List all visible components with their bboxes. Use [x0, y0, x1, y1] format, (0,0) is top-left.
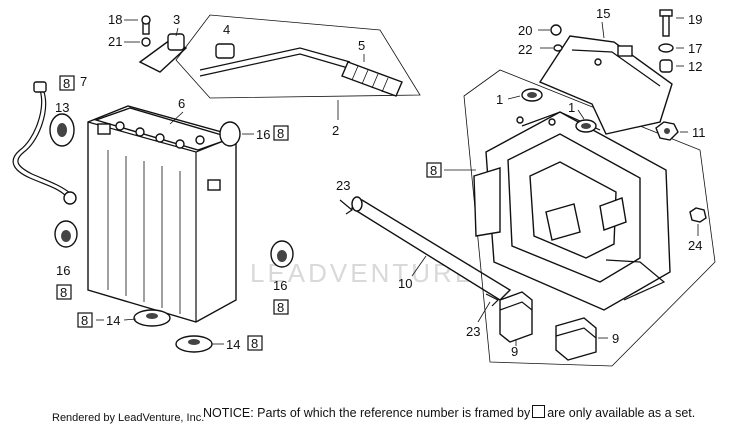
callout-17: 17	[688, 41, 702, 56]
callout-9: 9	[511, 344, 518, 359]
callout-4: 4	[223, 22, 230, 37]
rubber-mount[interactable]	[555, 317, 597, 361]
callout-16: 16	[256, 127, 270, 142]
frame-box	[59, 75, 75, 91]
callout-7: 7	[80, 74, 87, 89]
washer[interactable]	[553, 44, 563, 52]
holder-assembly-outline	[175, 14, 421, 99]
callout-3: 3	[173, 12, 180, 27]
cushion[interactable]	[219, 121, 241, 147]
rubber-mount[interactable]	[499, 291, 533, 343]
battery-box[interactable]	[473, 111, 671, 311]
holder-rod[interactable]	[199, 47, 351, 71]
callout-6: 6	[178, 96, 185, 111]
svg-text:8: 8	[251, 336, 258, 351]
holder-grip[interactable]	[341, 61, 403, 97]
washer[interactable]	[658, 43, 674, 53]
upper-bracket[interactable]	[538, 35, 673, 135]
notice-text: NOTICE: Parts of which the reference num…	[203, 405, 695, 420]
callout-1: 1	[496, 92, 503, 107]
callout-16: 16	[273, 278, 287, 293]
svg-text:8: 8	[277, 300, 284, 315]
callout-23: 23	[466, 324, 480, 339]
notice-before: NOTICE: Parts of which the reference num…	[203, 406, 531, 420]
callout-19: 19	[688, 12, 702, 27]
svg-text:8: 8	[277, 126, 284, 141]
callout-14: 14	[226, 337, 240, 352]
callout-12: 12	[688, 59, 702, 74]
battery-cable[interactable]	[12, 81, 77, 205]
callout-20: 20	[518, 23, 532, 38]
callout-24: 24	[688, 238, 702, 253]
flange-bolt[interactable]	[689, 207, 707, 223]
callout-22: 22	[518, 42, 532, 57]
battery-box-outline	[463, 69, 716, 367]
callout-9: 9	[612, 331, 619, 346]
svg-text:8: 8	[60, 285, 67, 300]
battery[interactable]	[87, 105, 237, 323]
callout-16: 16	[56, 263, 70, 278]
callout-2: 2	[332, 123, 339, 138]
callout-15: 15	[596, 6, 610, 21]
svg-text:8: 8	[430, 163, 437, 178]
callout-5: 5	[358, 38, 365, 53]
frame-mark: 8	[63, 76, 70, 91]
collar[interactable]	[659, 59, 673, 73]
callout-23: 23	[336, 178, 350, 193]
holder-clip[interactable]	[215, 43, 235, 59]
callout-21: 21	[108, 34, 122, 49]
credit-text: Rendered by LeadVenture, Inc.	[52, 412, 205, 424]
callout-1: 1	[568, 100, 575, 115]
frame-symbol	[532, 405, 546, 418]
callout-13: 13	[55, 100, 69, 115]
svg-text:8: 8	[81, 313, 88, 328]
callout-14: 14	[106, 313, 120, 328]
callout-18: 18	[108, 12, 122, 27]
callout-11: 11	[692, 125, 706, 140]
bolt-head[interactable]	[659, 9, 673, 17]
callout-10: 10	[398, 276, 412, 291]
notice-after: are only available as a set.	[547, 406, 696, 420]
nut[interactable]	[550, 24, 562, 36]
